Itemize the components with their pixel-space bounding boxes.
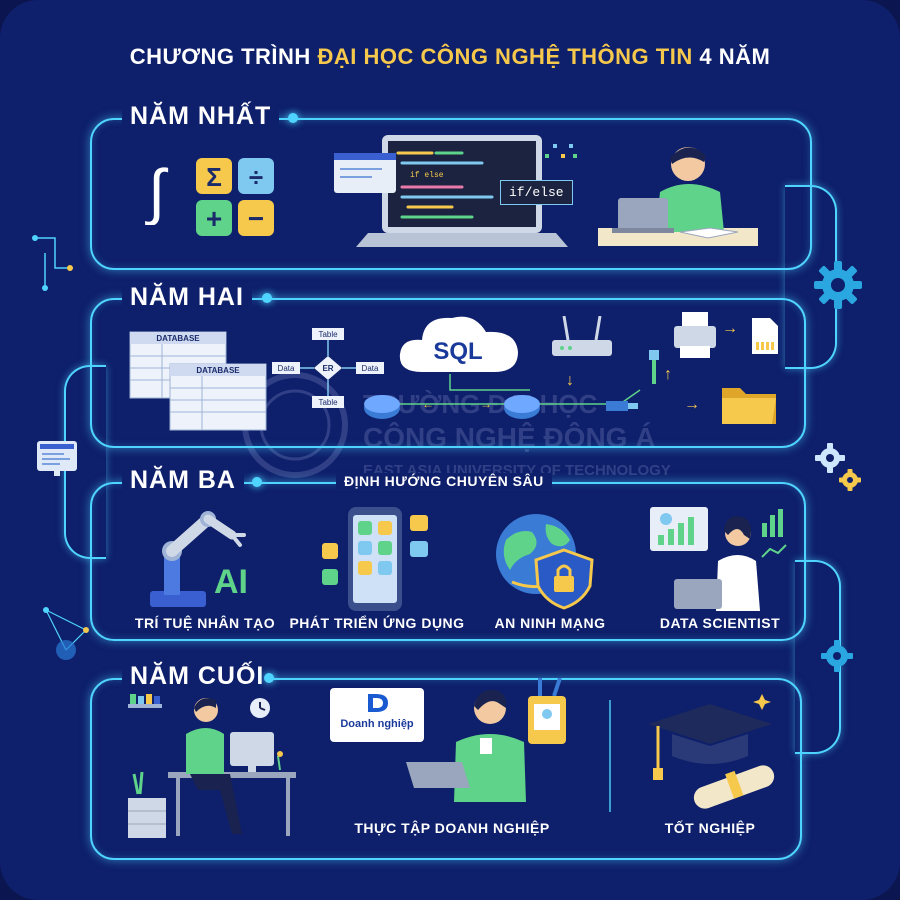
company-badge: Doanh nghiệp — [330, 688, 424, 742]
er-left: Data — [278, 364, 295, 373]
er-top: Table — [318, 330, 338, 339]
ai-label: AI — [214, 563, 248, 601]
sd-card-icon — [752, 318, 778, 354]
db-label-2: DATABASE — [196, 366, 240, 375]
intern-icon — [406, 678, 566, 802]
er-right: Data — [362, 364, 379, 373]
er-center: ER — [322, 364, 333, 373]
year1-panel — [90, 118, 812, 270]
smartphone-app-icon — [322, 507, 428, 611]
year2-panel — [90, 298, 806, 448]
sql-label: SQL — [433, 338, 482, 365]
title-part2: 4 NĂM — [699, 44, 771, 69]
svg-text:→: → — [480, 397, 492, 411]
pixel-dots-icon — [545, 144, 577, 158]
db-label-1: DATABASE — [156, 334, 200, 343]
arrow-right-icon: → — [684, 396, 700, 413]
usb-cable-icon — [649, 350, 659, 384]
year4-title: NĂM CUỐI — [122, 662, 273, 691]
switch-icon — [504, 395, 540, 419]
robot-arm-icon: AI — [150, 511, 248, 607]
svg-text:←: ← — [422, 397, 434, 411]
code-line: if else — [410, 171, 444, 180]
network-links: ← → — [380, 374, 641, 411]
sum-icon: Σ — [206, 162, 222, 192]
gear-icon — [814, 261, 862, 309]
usb-plug-icon — [606, 401, 638, 411]
company-logo-icon — [368, 694, 388, 712]
database-table-icon: DATABASE DATABASE — [129, 331, 267, 431]
internship-label: THỰC TẬP DOANH NGHIỆP — [354, 820, 550, 836]
arrow-right-icon: → — [722, 320, 738, 337]
monitor-icon — [37, 441, 77, 476]
minus-icon: − — [248, 203, 264, 234]
year3-title: NĂM BA — [122, 466, 244, 495]
folder-icon — [722, 388, 776, 424]
track-label-data: DATA SCIENTIST — [659, 615, 781, 631]
graduation-cap-icon — [648, 694, 775, 809]
company-label: Doanh nghiệp — [340, 718, 414, 730]
intern-desk-icon — [128, 694, 296, 838]
laptop-code-icon: if else — [334, 135, 568, 247]
graduation-label: TỐT NGHIỆP — [664, 820, 756, 836]
year2-title-dot — [262, 293, 272, 303]
title-highlight: ĐẠI HỌC CÔNG NGHỆ THÔNG TIN — [317, 44, 693, 69]
math-symbols-icon: Σ ÷ + − — [196, 158, 274, 236]
title-part1: CHƯƠNG TRÌNH — [129, 44, 311, 69]
year3-title-dot — [252, 477, 262, 487]
cloud-sql-icon: SQL — [399, 316, 518, 372]
arrow-up-icon: ↑ — [664, 366, 672, 383]
divide-icon: ÷ — [249, 162, 263, 192]
if-else-tag: if/else — [500, 180, 573, 205]
gears-small-icon — [815, 443, 861, 491]
integral-icon: ∫ — [145, 158, 169, 225]
er-diagram-icon: ER Table Table Data Data — [272, 328, 384, 408]
student-studying-icon — [598, 147, 758, 246]
svg-text:∫: ∫ — [145, 158, 169, 225]
track-label-ai: TRÍ TUỆ NHÂN TẠO — [134, 615, 276, 631]
year1-title: NĂM NHẤT — [122, 102, 280, 131]
er-bottom: Table — [318, 398, 338, 407]
globe-shield-icon — [496, 514, 594, 610]
switch-icon — [364, 395, 400, 419]
year2-title: NĂM HAI — [122, 283, 252, 312]
gear-small-icon — [821, 640, 853, 672]
divider — [609, 700, 611, 812]
network-nodes-icon — [43, 607, 89, 660]
year4-panel — [90, 678, 802, 860]
plus-icon: + — [206, 203, 222, 234]
router-icon — [552, 316, 612, 356]
year3-subtitle: ĐỊNH HƯỚNG CHUYÊN SÂU — [336, 473, 552, 489]
track-label-security: AN NINH MẠNG — [494, 615, 606, 631]
data-scientist-icon — [650, 507, 787, 611]
year4-title-dot — [264, 673, 274, 683]
page-title: CHƯƠNG TRÌNH ĐẠI HỌC CÔNG NGHỆ THÔNG TIN… — [0, 44, 900, 70]
printer-icon — [674, 312, 716, 358]
arrow-down-icon: ↓ — [566, 372, 574, 389]
circuit-nodes-icon — [32, 235, 73, 291]
year1-title-dot — [288, 113, 298, 123]
track-label-app: PHÁT TRIỂN ỨNG DỤNG — [289, 615, 465, 631]
